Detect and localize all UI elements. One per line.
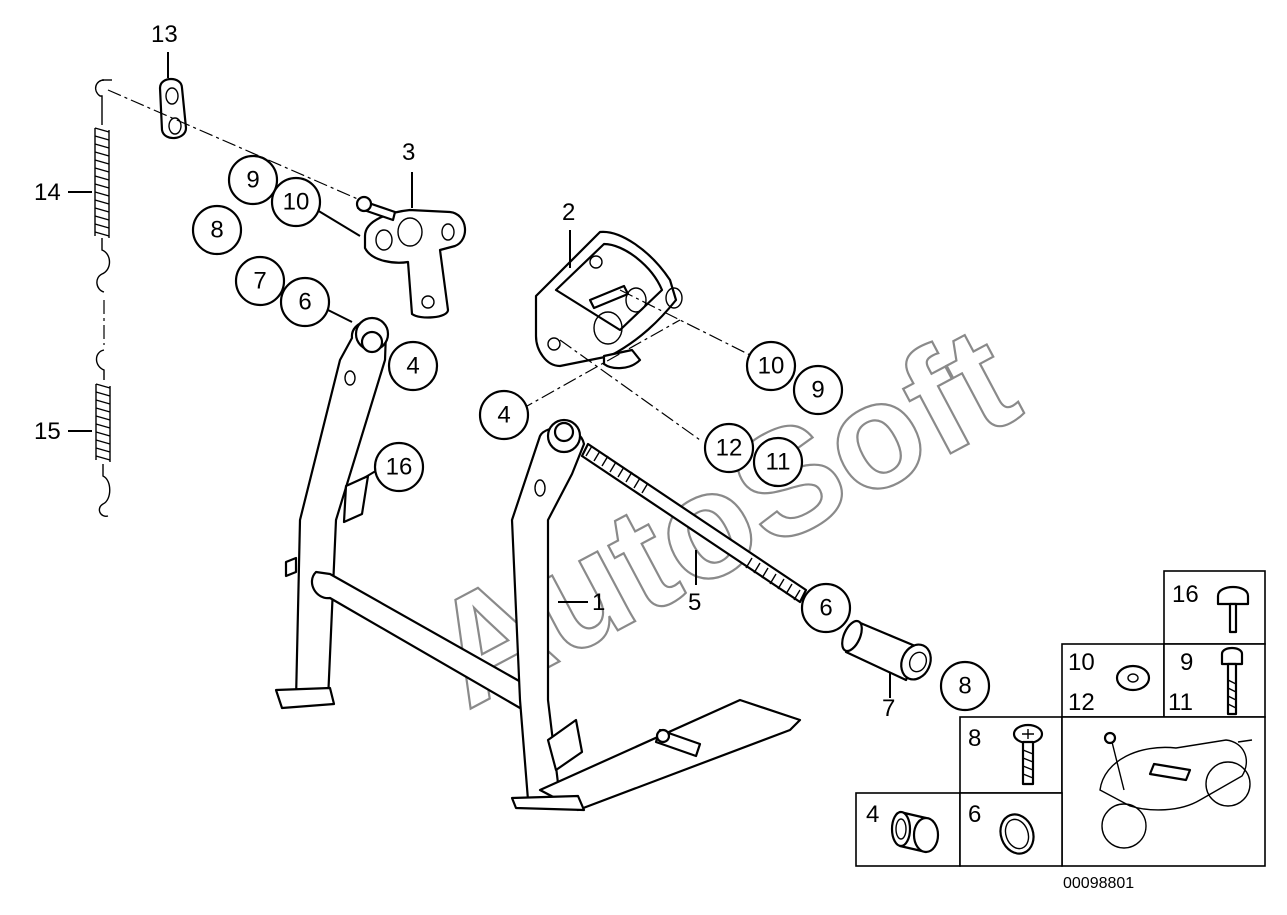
legend-panel: 16 10 12 9 11 8	[855, 570, 1266, 867]
washer-10-icon	[1115, 664, 1151, 692]
legend-12: 12	[1068, 689, 1095, 716]
label-7: 7	[882, 695, 895, 722]
label-1: 1	[592, 589, 605, 616]
leader-callout-10-top	[316, 209, 361, 237]
legend-9: 9	[1180, 649, 1193, 676]
bracket-2[interactable]	[534, 230, 683, 370]
callout-7-left: 7	[234, 255, 286, 307]
legend-16: 16	[1172, 581, 1199, 608]
bolt-9-icon	[1220, 646, 1244, 716]
label-5: 5	[688, 589, 701, 616]
svg-text:9: 9	[811, 377, 824, 404]
svg-text:10: 10	[283, 189, 310, 216]
svg-text:16: 16	[386, 454, 413, 481]
label-3: 3	[402, 139, 415, 166]
sleeve-7[interactable]	[838, 618, 936, 684]
svg-text:12: 12	[716, 435, 743, 462]
legend-box-9-11	[1163, 643, 1266, 718]
legend-4: 4	[866, 801, 879, 828]
legend-11: 11	[1168, 689, 1193, 716]
screw-16-icon	[1216, 585, 1250, 634]
svg-text:10: 10	[758, 353, 785, 380]
svg-text:6: 6	[819, 595, 832, 622]
label-15: 15	[34, 418, 61, 445]
center-stand-1[interactable]	[274, 316, 802, 812]
screw-8-icon	[1012, 723, 1044, 786]
callout-8-left: 8	[191, 204, 243, 256]
bracket-3[interactable]	[355, 195, 466, 319]
svg-text:6: 6	[298, 289, 311, 316]
svg-text:8: 8	[958, 673, 971, 700]
ring-6-icon	[999, 813, 1035, 855]
spring-15[interactable]	[95, 349, 111, 517]
callout-10-right: 10	[745, 340, 797, 392]
spring-14[interactable]	[94, 79, 112, 293]
callout-4-center: 4	[478, 389, 530, 441]
label-2: 2	[562, 199, 575, 226]
callout-12: 12	[703, 422, 755, 474]
bolt-5[interactable]	[580, 442, 808, 604]
label-14: 14	[34, 179, 61, 206]
pivot-line	[519, 319, 681, 411]
svg-text:7: 7	[253, 268, 266, 295]
svg-text:9: 9	[246, 167, 259, 194]
legend-8: 8	[968, 725, 981, 752]
callout-11: 11	[752, 436, 804, 488]
legend-box-16	[1163, 570, 1266, 645]
legend-6: 6	[968, 801, 981, 828]
bushing-4-icon	[890, 810, 940, 854]
callout-8-right: 8	[939, 660, 991, 712]
spring-mount-line	[107, 89, 361, 201]
legend-10: 10	[1068, 649, 1095, 676]
svg-text:8: 8	[210, 217, 223, 244]
svg-text:11: 11	[766, 449, 791, 476]
catalog-number: 00098801	[1063, 875, 1134, 892]
callout-9-right: 9	[792, 364, 844, 416]
callout-4-left: 4	[387, 340, 439, 392]
bolt-line-12-11	[559, 339, 701, 441]
callout-10-top: 10	[270, 176, 322, 228]
motorcycle-icon	[1099, 731, 1253, 849]
callout-16: 16	[373, 441, 425, 493]
callout-6-left: 6	[279, 276, 331, 328]
bolt-line-10-9	[619, 289, 761, 361]
callout-9-top: 9	[227, 154, 279, 206]
label-13: 13	[151, 21, 178, 48]
legend-box-motorcycle	[1061, 716, 1266, 867]
plate-13[interactable]	[158, 77, 188, 140]
svg-text:4: 4	[406, 353, 419, 380]
callout-6-right: 6	[800, 582, 852, 634]
svg-text:4: 4	[497, 402, 510, 429]
